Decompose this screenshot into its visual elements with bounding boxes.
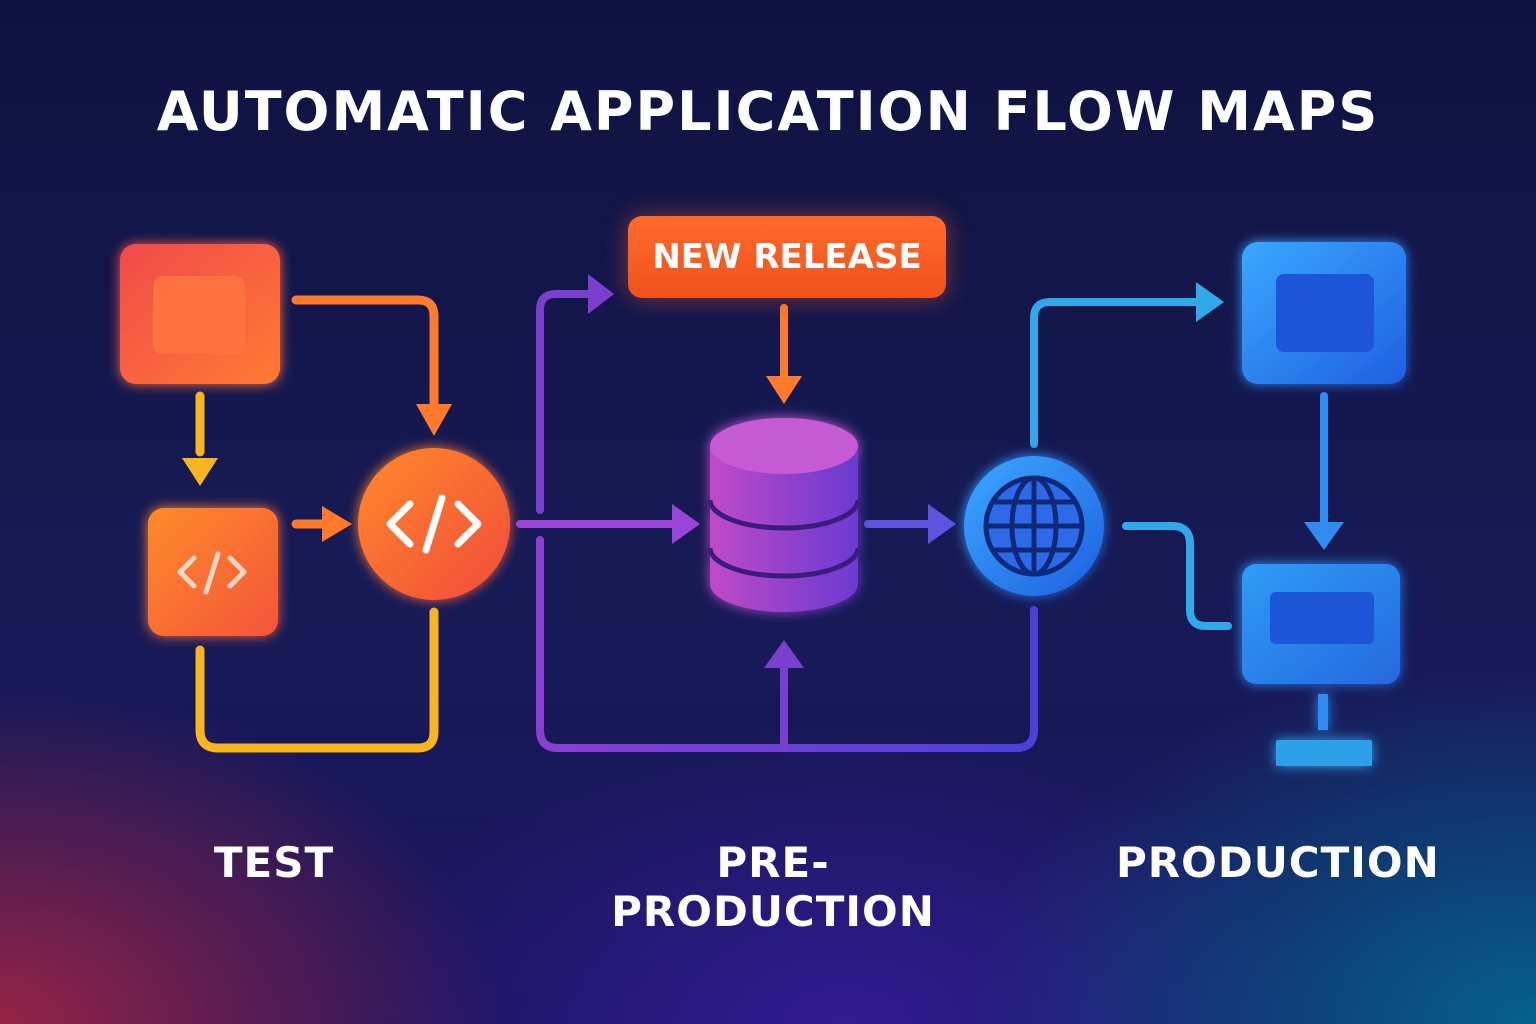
monitor-icon [1242, 564, 1400, 766]
arrowhead [416, 404, 452, 436]
connector-globe-to-monitor [1122, 522, 1232, 630]
globe-icon [964, 456, 1104, 596]
code-brackets-icon [386, 494, 482, 554]
node-test-red-box [120, 244, 280, 384]
arrowhead [764, 640, 804, 668]
arrowhead [182, 458, 218, 486]
arrowhead [1304, 522, 1344, 550]
new-release-badge: NEW RELEASE [628, 216, 946, 298]
stage-label-test: TEST [213, 838, 335, 887]
arrowhead [322, 506, 352, 542]
connector-red-to-circle [291, 295, 439, 425]
page-title: AUTOMATIC APPLICATION FLOW MAPS [156, 80, 1380, 143]
connector-preprod-up [536, 290, 592, 514]
node-prod-top-box [1242, 242, 1406, 384]
arrowhead [928, 504, 956, 544]
arrowhead [1196, 282, 1224, 322]
connector-globe-to-top-box [1030, 298, 1200, 448]
arrowhead [588, 274, 614, 314]
code-brackets-icon [177, 551, 247, 595]
database-icon [707, 418, 861, 612]
stage-label-production: PRODUCTION [1116, 838, 1440, 887]
arrowhead [672, 504, 700, 544]
arrowhead [766, 376, 802, 404]
connector-test-loop [195, 607, 439, 753]
stage-label-preproduction: PRE-PRODUCTION [611, 838, 935, 936]
